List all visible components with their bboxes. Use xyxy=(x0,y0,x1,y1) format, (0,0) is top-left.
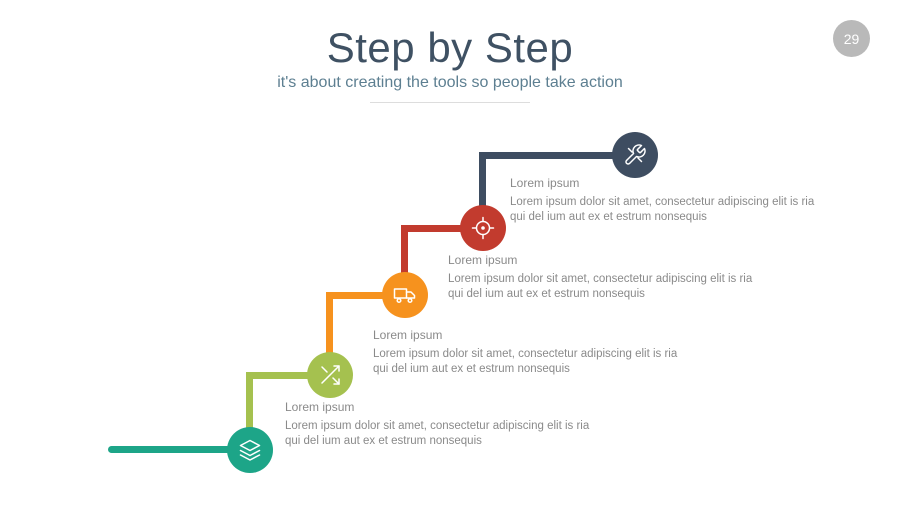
page-number-badge: 29 xyxy=(833,20,870,57)
title-divider xyxy=(370,102,530,103)
connector-step5-vertical xyxy=(479,152,486,232)
page-title: Step by Step xyxy=(326,24,574,71)
step-heading: Lorem ipsum xyxy=(448,253,518,267)
page-subtitle: it's about creating the tools so people … xyxy=(277,74,623,91)
step-text-2: Lorem ipsum Lorem ipsum dolor sit amet, … xyxy=(285,400,589,449)
step-heading: Lorem ipsum xyxy=(510,176,580,190)
step-node-5 xyxy=(612,132,658,178)
connector-step2-horizontal xyxy=(246,372,334,379)
connector-step2-vertical xyxy=(246,372,253,454)
shuffle-icon xyxy=(321,365,340,385)
step-body-line: qui del ium aut ex et estrum nonsequis xyxy=(448,288,645,300)
step-body-line: Lorem ipsum dolor sit amet, consectetur … xyxy=(448,273,753,285)
step-text-5: Lorem ipsum Lorem ipsum dolor sit amet, … xyxy=(510,176,814,225)
connector-step5-horizontal xyxy=(479,152,639,159)
step-node-4 xyxy=(460,205,506,251)
layers-icon xyxy=(239,439,261,461)
connector-step4-vertical xyxy=(401,225,408,299)
step-heading: Lorem ipsum xyxy=(285,400,355,414)
connector-step4-horizontal xyxy=(401,225,487,232)
step-body-line: Lorem ipsum dolor sit amet, consectetur … xyxy=(510,196,815,208)
step-text-4: Lorem ipsum Lorem ipsum dolor sit amet, … xyxy=(448,253,752,302)
tools-icon xyxy=(625,144,646,165)
step-heading: Lorem ipsum xyxy=(373,328,443,342)
truck-icon xyxy=(393,288,416,304)
step-node-3 xyxy=(382,272,428,318)
connector-step3-vertical xyxy=(326,292,333,379)
target-icon xyxy=(471,216,495,240)
step-body-line: Lorem ipsum dolor sit amet, consectetur … xyxy=(373,348,678,360)
connector-start xyxy=(108,446,254,453)
step-body-line: qui del ium aut ex et estrum nonsequis xyxy=(373,363,570,375)
connector-step3-horizontal xyxy=(326,292,409,299)
step-text-3: Lorem ipsum Lorem ipsum dolor sit amet, … xyxy=(373,328,677,377)
step-body-line: qui del ium aut ex et estrum nonsequis xyxy=(285,435,482,447)
step-node-1 xyxy=(227,427,273,473)
step-body-line: qui del ium aut ex et estrum nonsequis xyxy=(510,211,707,223)
step-node-2 xyxy=(307,352,353,398)
step-body-line: Lorem ipsum dolor sit amet, consectetur … xyxy=(285,420,590,432)
